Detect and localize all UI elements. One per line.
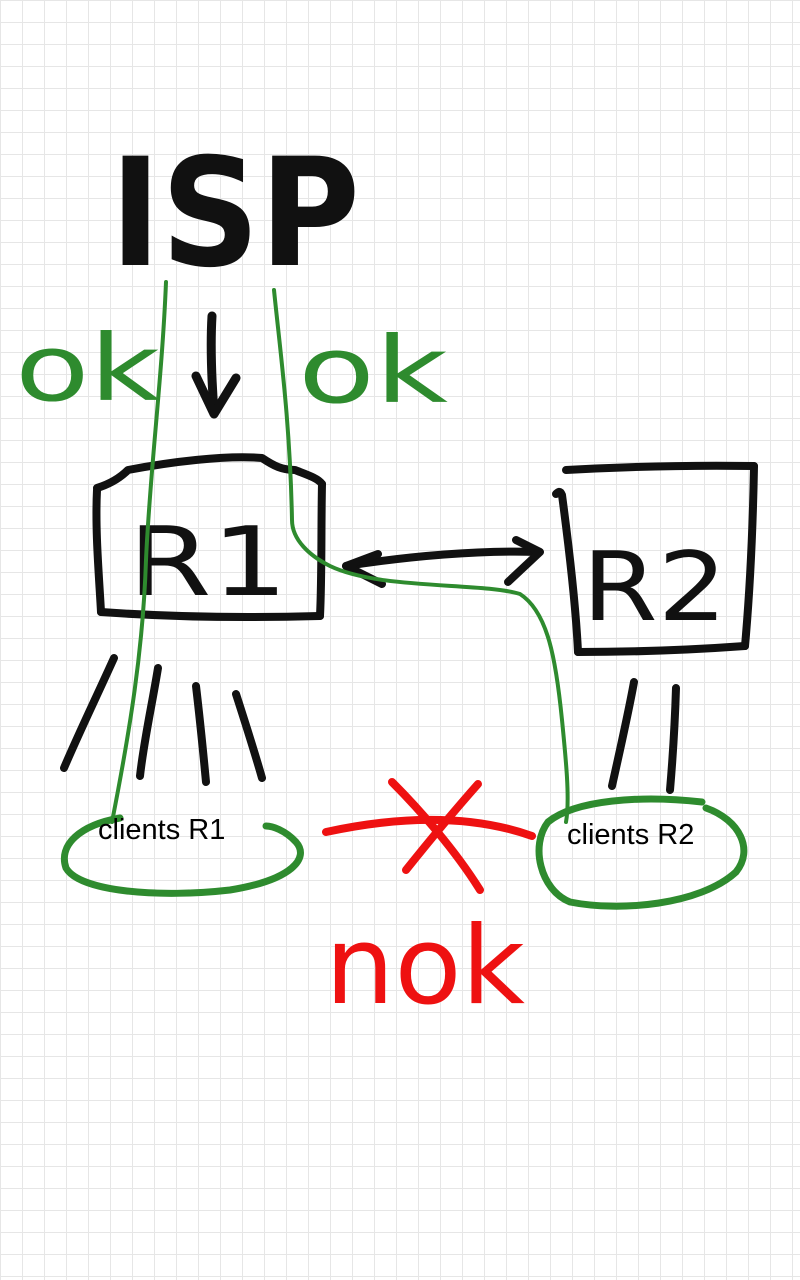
- blocked-link-cross: [322, 778, 536, 894]
- isp-to-r1-arrow: [191, 311, 241, 419]
- nok-label: nok: [325, 904, 525, 1029]
- ok-label-right: ok: [298, 317, 449, 424]
- ok-path-isp-to-clients-r2: [272, 288, 570, 824]
- clients-r1-group-outline: [60, 814, 304, 897]
- clients-r2-group-outline: [535, 795, 748, 910]
- clients-r1-label: clients R1: [98, 814, 226, 846]
- isp-label: ISP: [110, 127, 360, 301]
- r2-client-links: [608, 678, 680, 794]
- router-r2-label: R2: [582, 533, 727, 643]
- ok-label-left: ok: [15, 315, 161, 422]
- router-r1-box: [92, 453, 326, 621]
- router-r1-label: R1: [128, 508, 288, 618]
- clients-r2-label: clients R2: [567, 819, 695, 851]
- isp-label-text: ISP: [110, 127, 360, 301]
- router-r2-box: [552, 461, 758, 656]
- ok-path-isp-to-clients-r1: [110, 280, 168, 824]
- r1-client-links: [60, 654, 266, 786]
